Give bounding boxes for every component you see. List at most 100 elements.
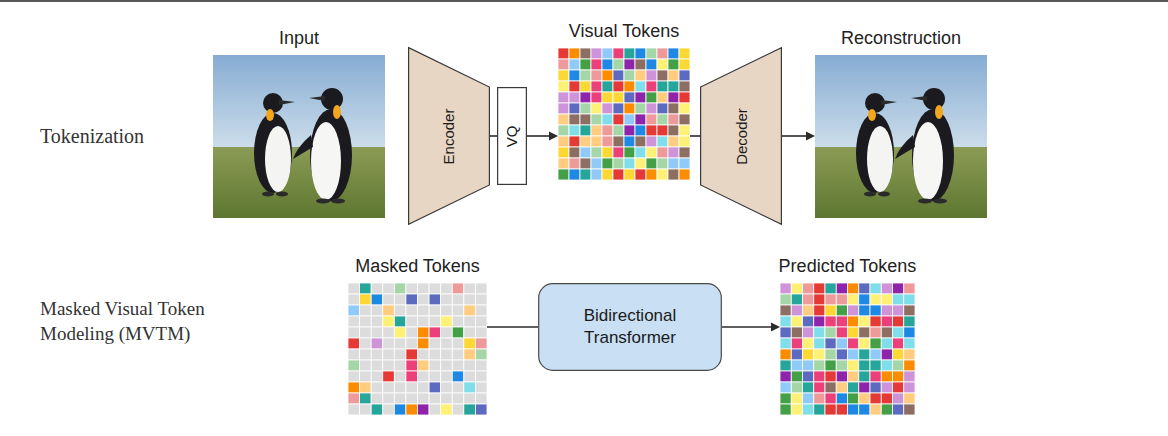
token-cell	[624, 70, 635, 81]
token-cell	[893, 382, 904, 393]
token-cell	[870, 338, 881, 349]
token-cell	[383, 360, 395, 371]
token-cell	[881, 404, 892, 415]
token-cell	[624, 81, 635, 92]
token-cell	[475, 393, 487, 404]
token-cell	[371, 393, 383, 404]
token-cell	[371, 404, 383, 415]
token-cell	[452, 404, 464, 415]
connector	[490, 135, 497, 137]
token-cell	[859, 349, 870, 360]
token-cell	[602, 158, 613, 169]
token-cell	[348, 371, 360, 382]
token-cell	[441, 316, 453, 327]
token-cell	[371, 371, 383, 382]
token-cell	[418, 404, 430, 415]
token-cell	[591, 125, 602, 136]
token-cell	[646, 103, 657, 114]
token-cell	[602, 103, 613, 114]
token-cell	[780, 316, 791, 327]
token-cell	[904, 382, 915, 393]
token-cell	[836, 371, 847, 382]
token-cell	[429, 382, 441, 393]
token-cell	[383, 327, 395, 338]
token-cell	[580, 59, 591, 70]
token-cell	[870, 371, 881, 382]
token-cell	[893, 404, 904, 415]
token-cell	[418, 316, 430, 327]
token-cell	[635, 81, 646, 92]
token-cell	[429, 371, 441, 382]
token-cell	[360, 283, 372, 294]
token-cell	[791, 382, 802, 393]
token-cell	[657, 92, 668, 103]
token-cell	[624, 136, 635, 147]
token-cell	[569, 125, 580, 136]
token-cell	[803, 371, 814, 382]
token-cell	[881, 371, 892, 382]
token-cell	[464, 404, 476, 415]
token-cell	[646, 92, 657, 103]
token-cell	[383, 338, 395, 349]
token-cell	[569, 92, 580, 103]
token-cell	[452, 393, 464, 404]
token-cell	[881, 382, 892, 393]
token-cell	[602, 81, 613, 92]
token-cell	[624, 158, 635, 169]
token-cell	[558, 169, 569, 180]
token-cell	[836, 283, 847, 294]
token-cell	[452, 327, 464, 338]
token-cell	[360, 404, 372, 415]
token-cell	[441, 360, 453, 371]
token-cell	[836, 305, 847, 316]
token-cell	[569, 158, 580, 169]
token-cell	[441, 371, 453, 382]
connector	[782, 135, 807, 137]
token-cell	[904, 393, 915, 404]
token-cell	[814, 294, 825, 305]
token-cell	[836, 393, 847, 404]
token-cell	[580, 103, 591, 114]
token-cell	[780, 393, 791, 404]
block-label: Encoder	[441, 108, 458, 164]
token-cell	[624, 103, 635, 114]
token-cell	[848, 371, 859, 382]
token-cell	[613, 136, 624, 147]
token-cell	[859, 382, 870, 393]
token-cell	[881, 393, 892, 404]
token-cell	[668, 147, 679, 158]
token-cell	[668, 136, 679, 147]
token-cell	[836, 382, 847, 393]
token-cell	[893, 360, 904, 371]
token-cell	[441, 283, 453, 294]
output-image: Reconstruction	[815, 55, 987, 218]
token-cell	[870, 404, 881, 415]
token-cell	[464, 338, 476, 349]
node-outline-path	[498, 88, 527, 185]
token-cell	[848, 360, 859, 371]
token-grid: Visual Tokens	[558, 48, 690, 180]
token-cell	[679, 70, 690, 81]
token-cell	[848, 316, 859, 327]
token-cell	[803, 305, 814, 316]
token-cell	[904, 338, 915, 349]
token-cell	[657, 114, 668, 125]
token-cell	[348, 283, 360, 294]
token-cell	[464, 371, 476, 382]
token-cell	[814, 305, 825, 316]
token-cell	[803, 382, 814, 393]
token-cell	[441, 294, 453, 305]
token-cell	[624, 92, 635, 103]
token-cell	[441, 327, 453, 338]
token-cell	[668, 114, 679, 125]
token-cell	[668, 48, 679, 59]
token-cell	[904, 404, 915, 415]
token-cell	[591, 114, 602, 125]
token-cell	[360, 393, 372, 404]
token-cell	[591, 103, 602, 114]
token-cell	[657, 81, 668, 92]
token-cell	[870, 305, 881, 316]
token-cell	[904, 294, 915, 305]
token-cell	[558, 114, 569, 125]
